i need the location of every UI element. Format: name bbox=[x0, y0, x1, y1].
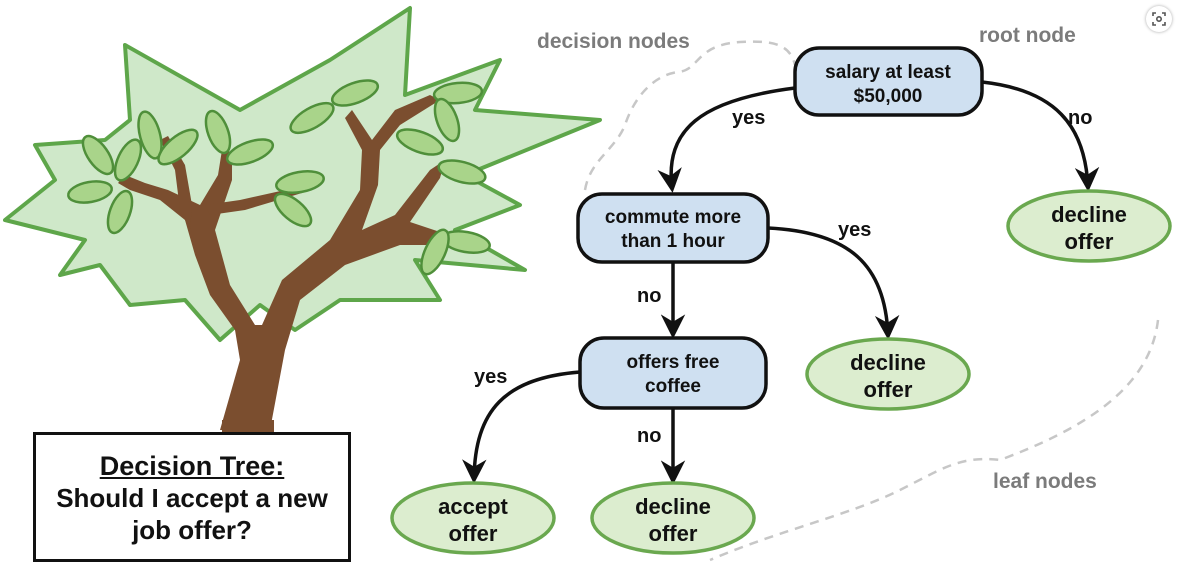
leaf-node-decline-top-line1: decline bbox=[1051, 202, 1127, 227]
edge-commute-yes bbox=[767, 226, 900, 340]
leaf-node-decline-mid-line1: decline bbox=[850, 350, 926, 375]
tree-branch-mid bbox=[205, 185, 302, 215]
leaf-node-accept: accept offer bbox=[390, 481, 556, 555]
decision-node-coffee-line1: offers free bbox=[627, 352, 720, 373]
decision-node-commute-line1: commute more bbox=[605, 207, 741, 228]
leaf-node-decline-bottom-line2: offer bbox=[649, 521, 698, 546]
leaf bbox=[157, 128, 199, 166]
annotation-decision-nodes: decision nodes bbox=[537, 30, 690, 53]
decision-node-commute: commute more than 1 hour bbox=[576, 192, 770, 264]
edges bbox=[462, 80, 1100, 485]
edge-salary-yes bbox=[657, 86, 796, 193]
decision-node-commute-line2: than 1 hour bbox=[621, 231, 725, 252]
tree-branch-left bbox=[160, 136, 192, 230]
screen-capture-button[interactable] bbox=[1146, 6, 1172, 32]
annotation-curves bbox=[583, 40, 1160, 562]
leaf-node-decline-bottom-line1: decline bbox=[635, 494, 711, 519]
edge-label-coffee-yes: yes bbox=[474, 366, 507, 388]
annotation-leaf-nodes: leaf nodes bbox=[993, 470, 1097, 493]
title-box: Decision Tree: Should I accept a new job… bbox=[33, 432, 351, 562]
title-question-line2: job offer? bbox=[132, 515, 252, 545]
leaf bbox=[137, 110, 163, 160]
leaf-node-decline-mid-line2: offer bbox=[864, 377, 913, 402]
edge-label-commute-yes: yes bbox=[838, 219, 871, 241]
edge-salary-no bbox=[981, 80, 1100, 192]
leaf bbox=[225, 138, 275, 166]
leaf bbox=[113, 138, 143, 182]
edge-label-coffee-no: no bbox=[637, 425, 661, 447]
leaf bbox=[275, 170, 325, 194]
tree-leaves bbox=[67, 79, 491, 276]
annotation-root-node: root node bbox=[979, 24, 1076, 47]
decision-node-salary: salary at least $50,000 bbox=[793, 46, 984, 117]
leaf bbox=[273, 192, 313, 228]
leaf bbox=[67, 180, 113, 204]
leaf bbox=[432, 81, 484, 105]
leaf bbox=[289, 101, 335, 135]
edge-coffee-yes bbox=[462, 370, 581, 484]
leaf bbox=[433, 97, 461, 143]
leaf bbox=[420, 228, 450, 276]
leaf bbox=[437, 159, 487, 185]
leaf-node-decline-mid: decline offer bbox=[805, 337, 971, 411]
leaf-node-decline-top: decline offer bbox=[1006, 189, 1172, 263]
screen-capture-icon bbox=[1152, 12, 1166, 26]
title-question-line1: Should I accept a new bbox=[56, 483, 328, 513]
decision-nodes-bracket bbox=[583, 40, 797, 191]
decision-node-coffee: offers free coffee bbox=[578, 336, 768, 410]
edge-label-salary-yes: yes bbox=[732, 107, 765, 129]
decision-node-salary-line2: $50,000 bbox=[854, 86, 923, 107]
tree-illustration bbox=[3, 6, 602, 440]
leaf-node-decline-top-line2: offer bbox=[1065, 229, 1114, 254]
edge-label-commute-no: no bbox=[637, 285, 661, 307]
leaf-node-decline-bottom: decline offer bbox=[590, 481, 756, 555]
leaf bbox=[106, 189, 134, 235]
leaf-node-accept-line2: offer bbox=[449, 521, 498, 546]
leaf bbox=[81, 134, 115, 176]
leaf bbox=[395, 128, 445, 156]
leaf-nodes-bracket bbox=[709, 319, 1160, 562]
leaf bbox=[204, 109, 232, 155]
leaf-node-accept-line1: accept bbox=[438, 494, 508, 519]
leaf bbox=[330, 79, 380, 107]
edge-label-salary-no: no bbox=[1068, 107, 1092, 129]
decision-node-salary-line1: salary at least bbox=[825, 62, 951, 83]
decision-node-coffee-line2: coffee bbox=[645, 376, 701, 397]
title-heading: Decision Tree: bbox=[99, 451, 285, 481]
